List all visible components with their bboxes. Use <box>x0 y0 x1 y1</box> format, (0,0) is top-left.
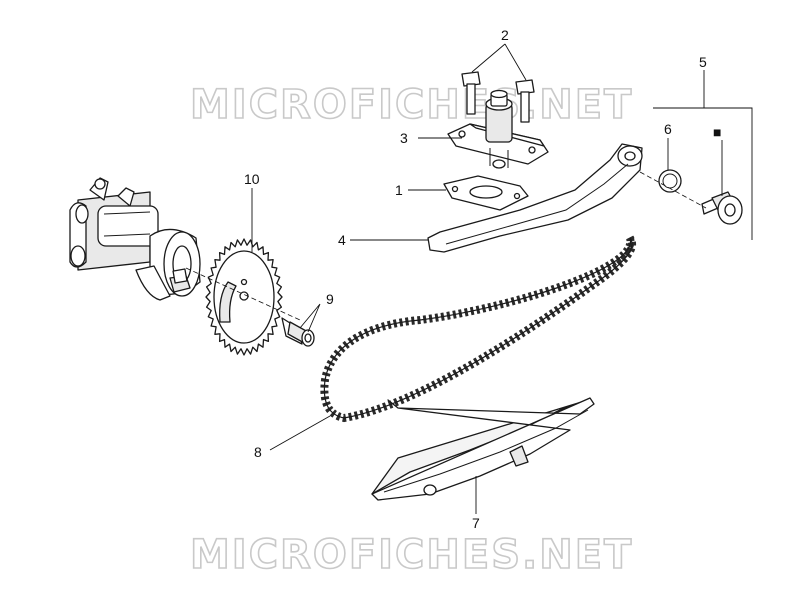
callout-7: 7 <box>472 515 480 531</box>
lower-chain-guide <box>371 397 595 501</box>
callout-9: 9 <box>326 291 334 307</box>
callout-1: 1 <box>395 182 403 198</box>
sprocket <box>205 238 283 356</box>
callout-4: 4 <box>338 232 346 248</box>
bolt-and-washer <box>281 317 315 347</box>
callout-3: 3 <box>400 130 408 146</box>
callout-2: 2 <box>501 27 509 43</box>
upper-chain-guide <box>427 143 643 253</box>
oil-pump-assembly <box>69 177 201 301</box>
callout-8: 8 <box>254 444 262 460</box>
callout-5: 5 <box>699 54 707 70</box>
chain-tensioner <box>447 89 549 169</box>
kit-bracket <box>653 107 753 240</box>
o-ring <box>658 169 682 193</box>
gasket <box>443 175 529 211</box>
callout-10: 10 <box>244 171 260 187</box>
plug-screw <box>701 191 743 225</box>
callout-6: 6 <box>664 121 672 137</box>
watermark-top: MICROFICHES.NET <box>190 82 633 128</box>
kit-marker: ■ <box>713 124 721 140</box>
tensioner-bolts <box>461 71 535 123</box>
watermark-bottom: MICROFICHES.NET <box>190 532 633 578</box>
timing-chain <box>320 235 637 423</box>
